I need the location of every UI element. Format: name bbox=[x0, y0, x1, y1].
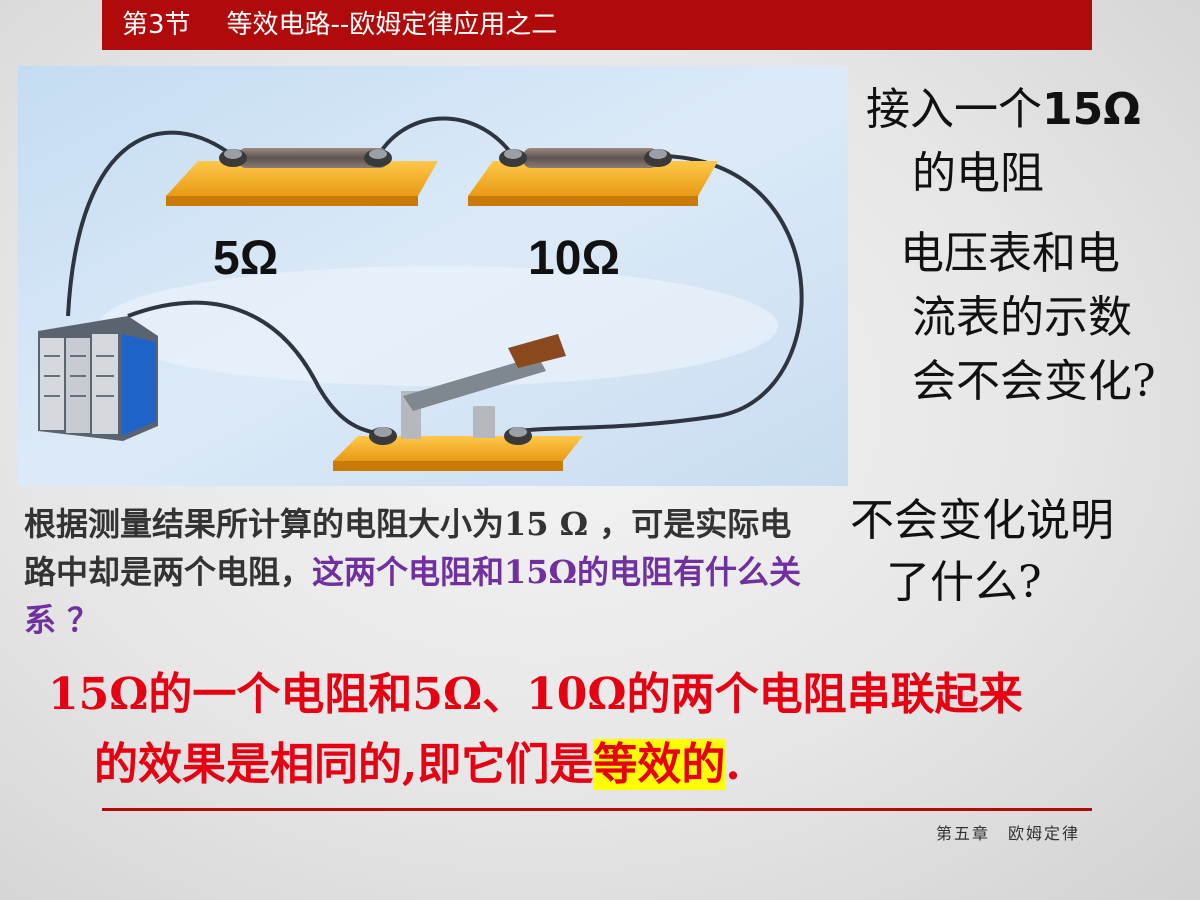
conclusion: 15Ω的一个电阻和5Ω、10Ω的两个电阻串联起来 的效果是相同的,即它们是等效的… bbox=[48, 660, 1198, 800]
circuit-illustration: 5Ω 10Ω bbox=[18, 66, 848, 486]
label-10-ohm: 10Ω bbox=[528, 232, 620, 285]
question-what-it-means: 不会变化说明 了什么? bbox=[850, 490, 1190, 614]
title-bar: 第3节 等效电路--欧姆定律应用之二 bbox=[102, 0, 1092, 50]
label-5-ohm: 5Ω bbox=[213, 232, 278, 285]
question-meter-readings: 电压表和电 流表的示数 会不会变化? bbox=[900, 222, 1200, 414]
question-2-line-1: 电压表和电 bbox=[900, 228, 1120, 279]
battery-pack bbox=[38, 316, 158, 441]
question-3-line-2: 了什么? bbox=[886, 557, 1042, 608]
resistor-5-ohm bbox=[166, 148, 438, 206]
footer-divider bbox=[102, 808, 1092, 811]
resistor-10-ohm bbox=[468, 148, 718, 206]
conclusion-line-1: 15Ω的一个电阻和5Ω、10Ω的两个电阻串联起来 bbox=[48, 669, 1023, 720]
question-2-line-3: 会不会变化? bbox=[912, 356, 1156, 407]
question-1-line-2: 的电阻 bbox=[912, 148, 1044, 199]
highlight-equivalent: 等效的 bbox=[593, 739, 726, 790]
footer-chapter: 第五章欧姆定律 bbox=[936, 824, 1081, 843]
slide-title: 等效电路--欧姆定律应用之二 bbox=[226, 10, 558, 40]
explanation-paragraph: 根据测量结果所计算的电阻大小为15 Ω ，可是实际电路中却是两个电阻，这两个电阻… bbox=[24, 500, 814, 644]
knife-switch bbox=[333, 334, 583, 471]
question-3-line-1: 不会变化说明 bbox=[850, 495, 1114, 546]
question-connect-15-ohm: 接入一个15Ω 的电阻 bbox=[866, 78, 1196, 206]
explanation-question: 这两个电阻和15Ω的电阻有什么关系 ？ bbox=[24, 553, 802, 639]
explanation-text: 根据测量结果所计算的电阻大小为15 Ω ，可是实际电路中却是两个电阻， bbox=[24, 505, 792, 591]
question-1-line-1: 接入一个15Ω bbox=[866, 84, 1141, 135]
section-number: 第3节 bbox=[122, 10, 191, 40]
question-2-line-2: 流表的示数 bbox=[912, 292, 1132, 343]
conclusion-line-2: 的效果是相同的,即它们是等效的. bbox=[94, 739, 741, 790]
